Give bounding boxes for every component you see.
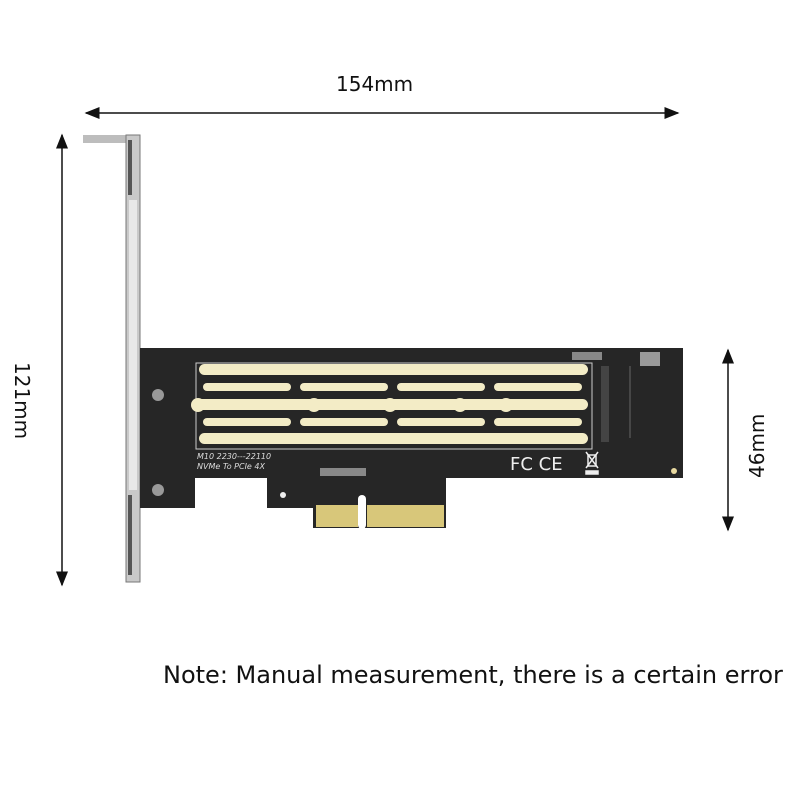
height-label: 121mm: [10, 362, 34, 440]
width-label: 154mm: [336, 72, 414, 96]
cert-marks: FC CE: [510, 454, 563, 475]
pcb-board: M10 2230---22110 NVMe To PCIe 4X FC CE: [140, 348, 683, 529]
weee-icon: [585, 451, 599, 475]
card-height-label: 46mm: [745, 413, 769, 478]
measurement-note: Note: Manual measurement, there is a cer…: [163, 661, 783, 689]
board-desc-text: NVMe To PCIe 4X: [197, 462, 265, 471]
board-model-text: M10 2230---22110: [197, 452, 271, 461]
bracket: [83, 134, 141, 583]
